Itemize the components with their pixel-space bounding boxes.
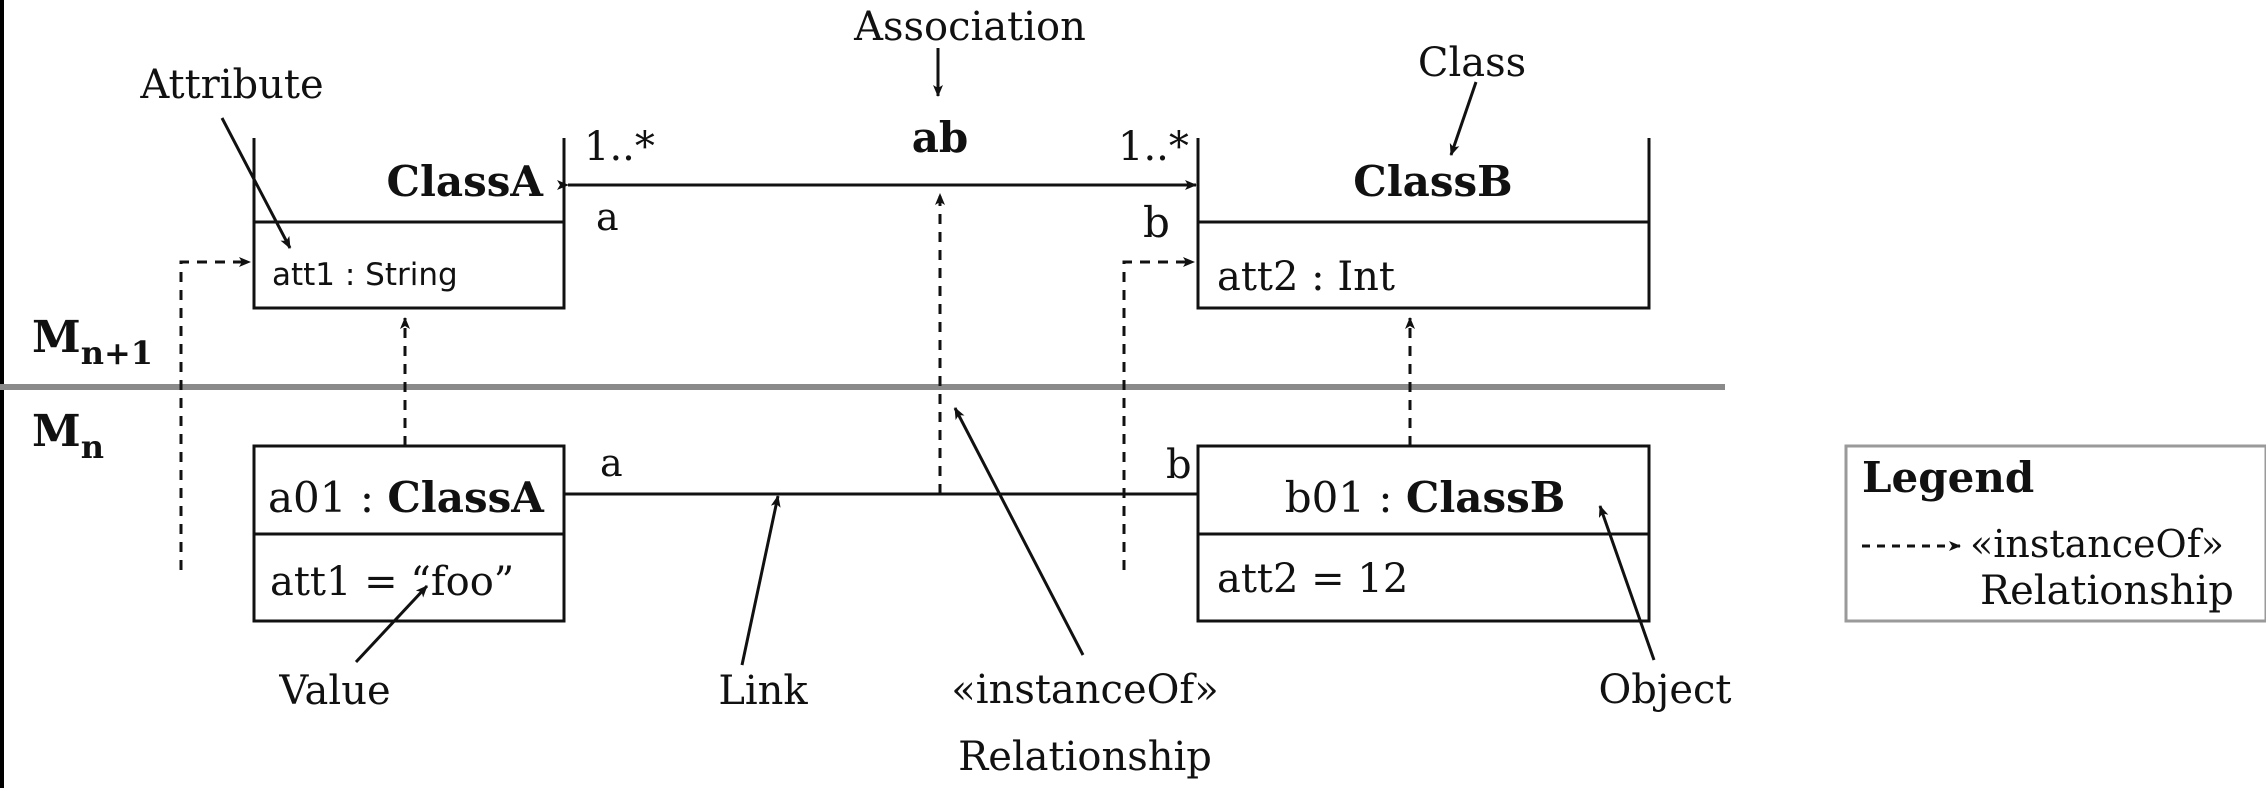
object-b01-slot: att2 = 12 xyxy=(1217,556,1408,602)
class-a-attribute: att1 : String xyxy=(272,257,458,293)
label-object: Object xyxy=(1599,667,1732,713)
level-label-lower: Mn xyxy=(32,406,104,466)
label-attribute: Attribute xyxy=(139,62,323,108)
link-role-a: a xyxy=(600,441,623,485)
object-a01-box xyxy=(252,444,566,623)
association-multiplicity-b: 1..* xyxy=(1118,124,1189,170)
object-b01-box xyxy=(1196,444,1651,623)
pointer-link xyxy=(740,495,781,666)
label-link: Link xyxy=(718,668,808,714)
pointer-class xyxy=(1449,81,1478,156)
instanceof-value-to-attribute-a xyxy=(179,257,251,570)
annotation-pointers xyxy=(220,48,1656,666)
label-instanceof-line1: «instanceOf» xyxy=(951,667,1218,713)
label-instanceof-line2: Relationship xyxy=(958,734,1212,780)
label-class: Class xyxy=(1418,40,1526,86)
association-multiplicity-a: 1..* xyxy=(584,124,655,170)
object-a01-slot: att1 = “foo” xyxy=(270,559,514,605)
pointer-instanceof xyxy=(953,407,1085,656)
legend-box xyxy=(1844,444,2266,623)
class-b-attribute: att2 : Int xyxy=(1217,254,1395,300)
label-association: Association xyxy=(853,4,1086,50)
legend-title: Legend xyxy=(1862,453,2034,502)
pointer-attribute xyxy=(220,117,292,249)
legend-entry-line2: Relationship xyxy=(1980,568,2234,614)
link-role-b: b xyxy=(1166,442,1192,488)
instanceof-arrows xyxy=(179,193,1415,570)
object-b01-title: b01 : ClassB xyxy=(1285,473,1566,522)
association-role-b: b xyxy=(1143,198,1170,247)
pointer-object xyxy=(1598,505,1656,661)
class-b-name: ClassB xyxy=(1353,157,1512,206)
label-value: Value xyxy=(278,668,390,714)
association-name: ab xyxy=(912,113,969,162)
legend-entry-line1: «instanceOf» xyxy=(1970,522,2224,566)
association-role-a: a xyxy=(596,195,619,239)
left-edge-bar xyxy=(0,0,4,788)
legend: Legend «instanceOf» Relationship xyxy=(1844,444,2266,623)
instanceof-value-to-attribute-b xyxy=(1122,257,1195,570)
object-a01-title: a01 : ClassA xyxy=(268,473,545,522)
class-b-box xyxy=(1196,138,1651,310)
pointer-value xyxy=(354,584,429,664)
class-a-name: ClassA xyxy=(387,157,545,206)
level-label-upper: Mn+1 xyxy=(32,312,153,372)
